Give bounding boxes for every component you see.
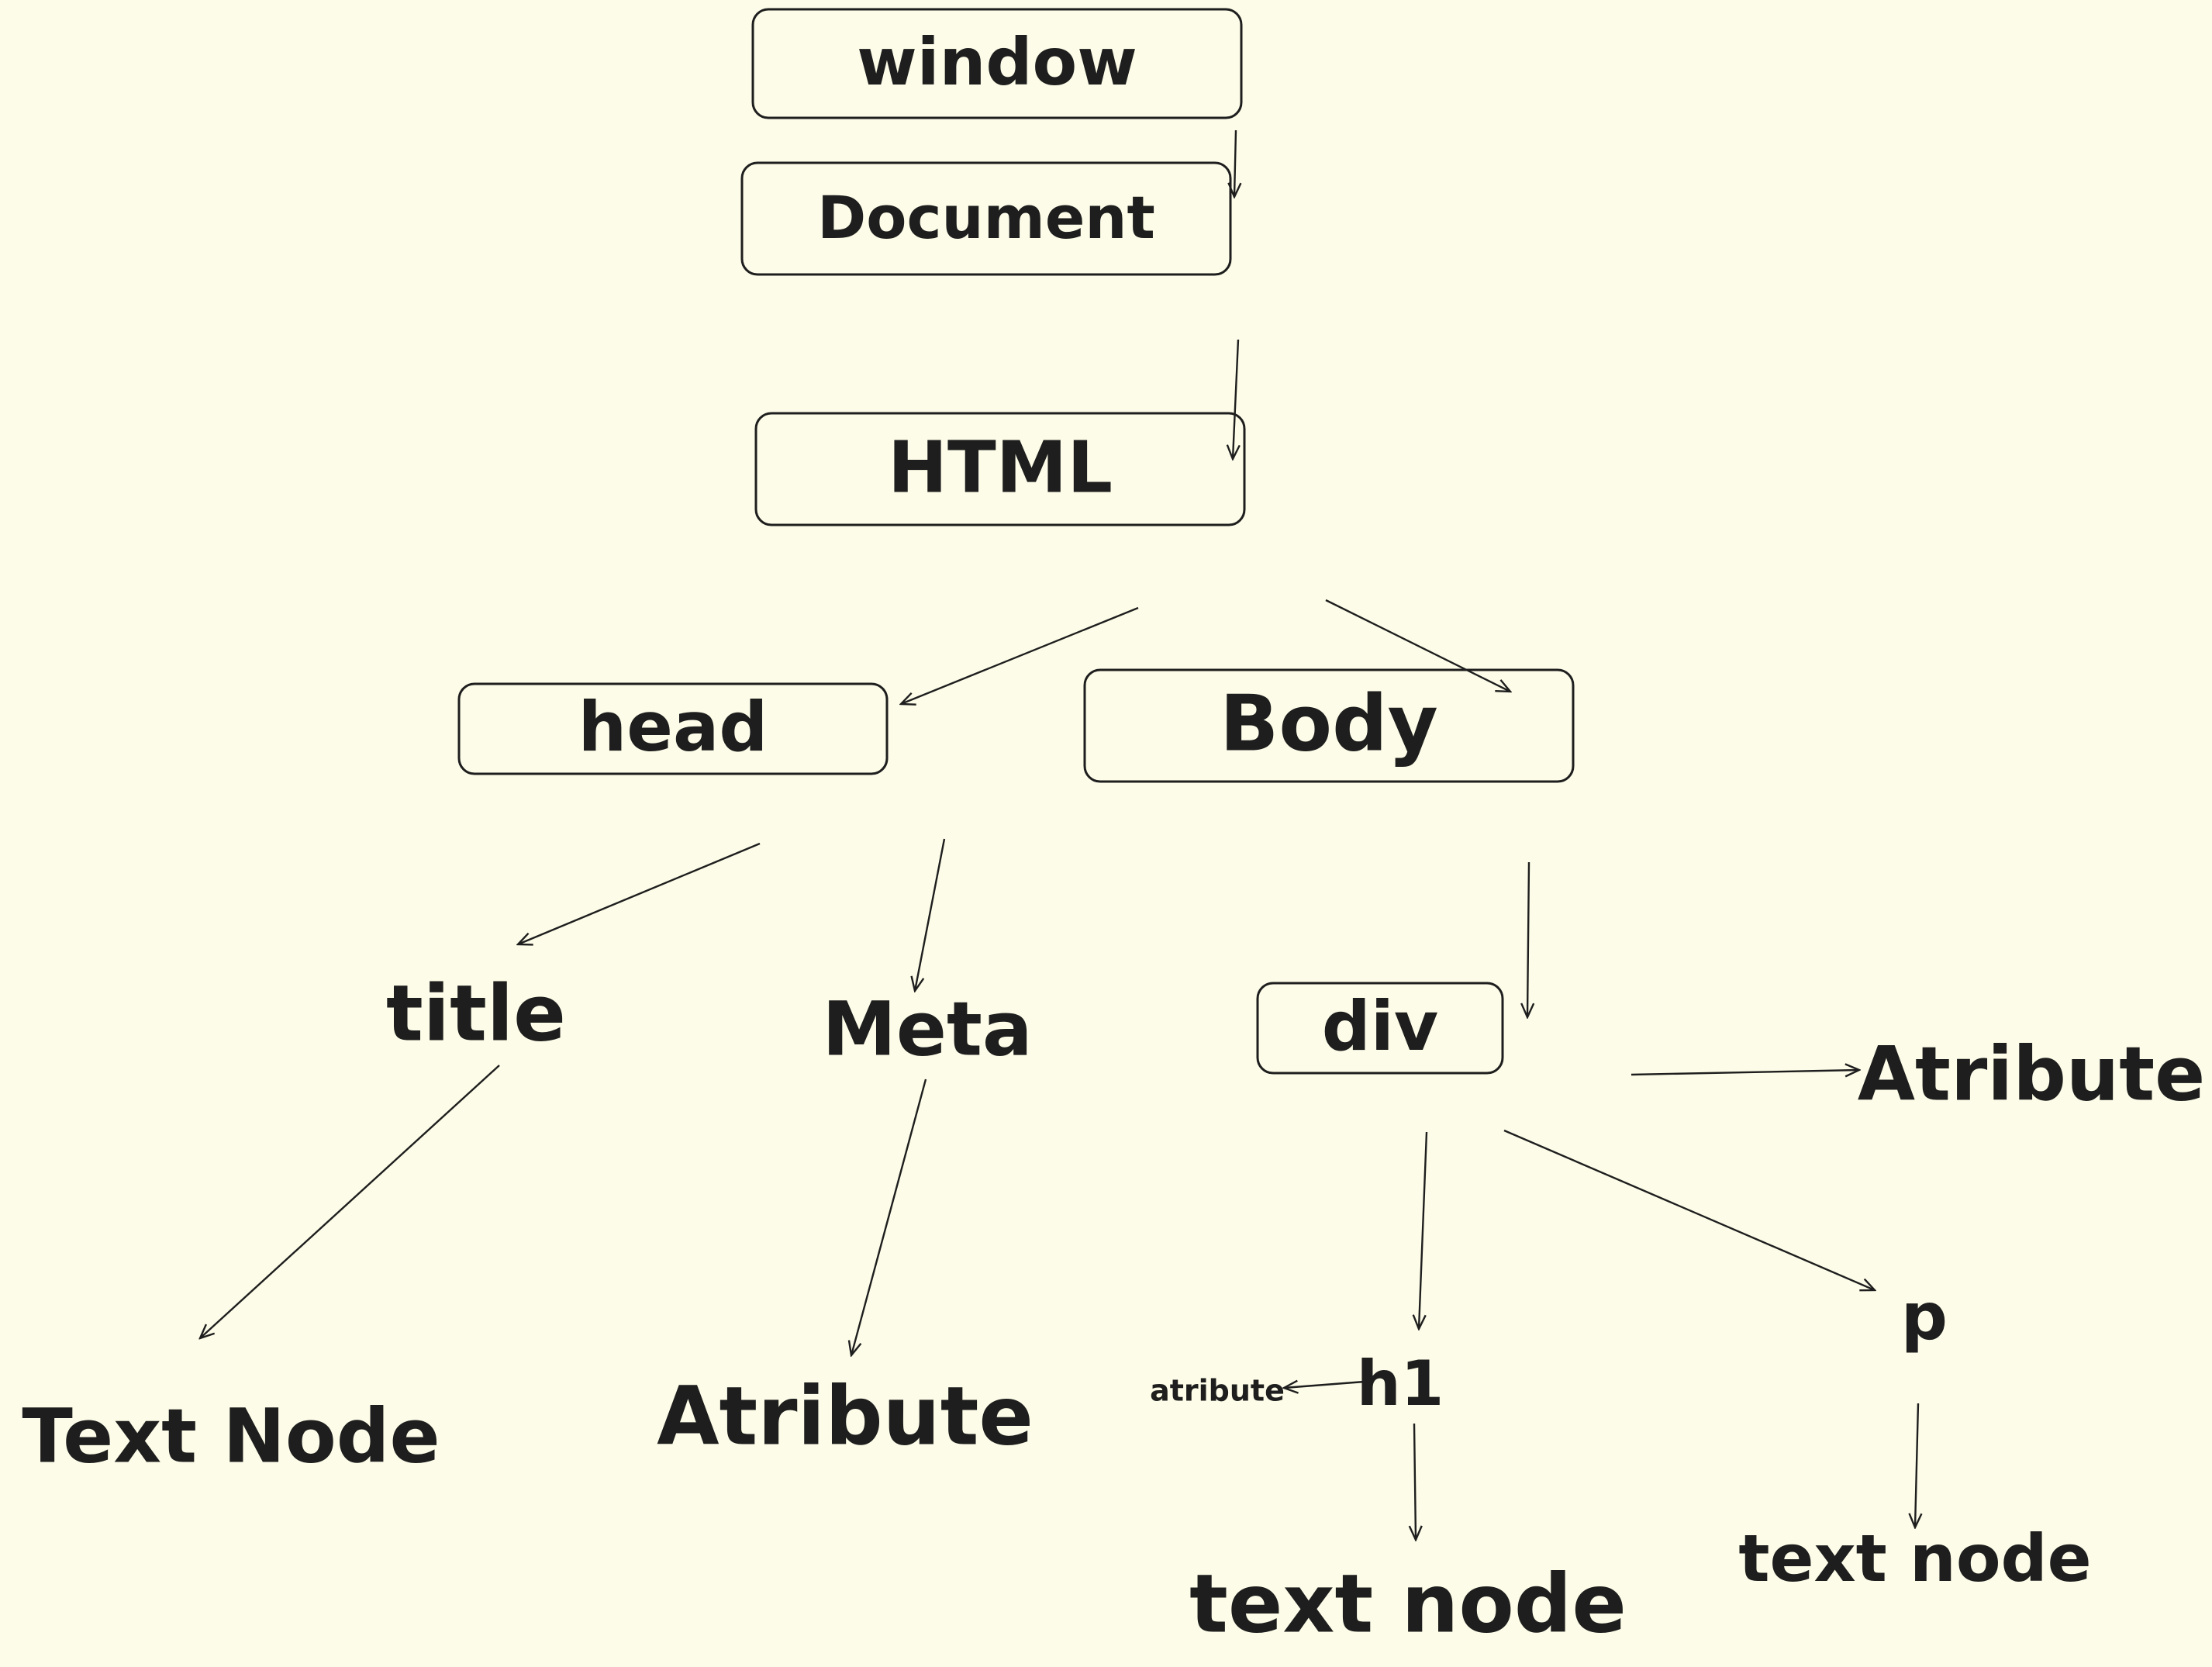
node-h1: h1 [1357,1348,1444,1420]
arrow-head-to-meta [915,838,946,991]
node-label-html: HTML [888,426,1113,509]
node-text-node-p: text node [1738,1520,2091,1596]
node-window: window [751,8,1243,119]
node-label-attribute-div: Atribute [1858,1030,2206,1117]
node-html: HTML [754,412,1246,526]
node-label-document: Document [817,183,1155,252]
node-label-attribute-h1: atribute [1150,1374,1285,1408]
node-title: title [386,968,566,1058]
arrow-title-to-text-node-title [200,1065,500,1338]
node-label-title: title [386,968,566,1058]
arrow-html-to-body [1325,599,1510,692]
arrow-div-to-h1 [1419,1131,1428,1329]
arrow-p-to-text-node-p [1915,1403,1918,1527]
arrow-div-to-p [1503,1129,1875,1290]
node-label-div: div [1322,986,1439,1066]
arrow-body-to-div [1527,861,1529,1017]
node-label-head: head [578,687,768,767]
arrow-html-to-head [901,606,1139,704]
node-box-div [1256,982,1504,1075]
node-body: Body [1083,668,1575,783]
node-text-node-title: Text Node [22,1393,440,1479]
arrow-document-to-html [1233,339,1238,459]
node-meta: Meta [822,985,1032,1072]
node-label-text-node-p: text node [1738,1520,2091,1596]
node-label-p: p [1901,1279,1948,1355]
node-text-node-h1: text node [1189,1556,1627,1651]
edges-layer [200,129,1918,1540]
arrow-meta-to-attribute-meta [851,1079,927,1355]
arrow-h1-to-text-node-h1 [1414,1423,1416,1540]
arrow-head-to-title [518,842,761,944]
node-label-window: window [857,24,1137,100]
node-attribute-div: Atribute [1858,1030,2206,1117]
arrow-div-to-attribute-div [1631,1070,1859,1075]
node-label-attribute-meta: Atribute [657,1368,1034,1463]
arrow-window-to-document [1234,129,1236,197]
node-box-document [740,161,1232,276]
node-label-text-node-h1: text node [1189,1556,1627,1651]
node-attribute-meta: Atribute [657,1368,1034,1463]
node-div: div [1256,982,1504,1075]
node-box-head [457,682,889,775]
node-attribute-h1: atribute [1150,1374,1285,1408]
node-box-body [1083,668,1575,783]
node-box-window [751,8,1243,119]
arrow-h1-to-attribute-h1 [1284,1382,1365,1388]
node-p: p [1901,1279,1948,1355]
node-label-body: Body [1220,678,1438,768]
node-label-h1: h1 [1357,1348,1444,1420]
node-document: Document [740,161,1232,276]
node-head: head [457,682,889,775]
node-label-meta: Meta [822,985,1032,1072]
node-box-html [754,412,1246,526]
node-label-text-node-title: Text Node [22,1393,440,1479]
